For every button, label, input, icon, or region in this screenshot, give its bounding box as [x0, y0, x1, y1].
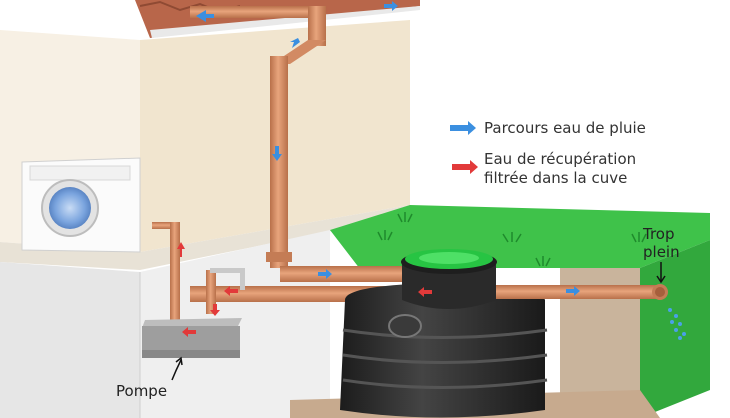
pump-base	[142, 350, 240, 358]
rain-flow-arrows	[196, 1, 580, 296]
overflow-pipe-opening	[655, 287, 665, 297]
grass-tuft	[535, 256, 551, 267]
downpipe-vertical	[270, 56, 288, 268]
red-arrow-icon	[224, 286, 238, 296]
red-arrow-icon	[418, 287, 432, 297]
overflow-droplets	[668, 308, 686, 340]
grass-tuft	[502, 232, 522, 243]
legend-icons	[450, 121, 478, 174]
legend-recovered-water-label-line1: Eau de récupération	[484, 150, 637, 168]
washing-machine-panel	[29, 165, 131, 181]
blue-arrow-icon	[384, 1, 398, 11]
overflow-label-line2: plein	[643, 243, 680, 261]
blue-arrow-icon	[566, 286, 580, 296]
tank	[340, 249, 548, 418]
blue-arrow-icon	[318, 269, 332, 279]
downpipe	[190, 6, 408, 282]
blue-arrow-icon	[272, 146, 282, 161]
downpipe-collar	[266, 252, 292, 262]
blue-arrow-icon	[196, 10, 214, 22]
tank-rib	[342, 378, 548, 389]
blue-arrow-icon	[450, 121, 476, 135]
tank-neck	[402, 262, 496, 309]
tank-lid-highlight	[419, 252, 479, 264]
house-floor	[0, 205, 410, 270]
legend-recovered-water-label-line2: filtrée dans la cuve	[484, 169, 628, 187]
red-arrow-icon	[210, 304, 220, 316]
pump-body	[142, 326, 240, 350]
basement-wall	[0, 262, 140, 418]
overflow-pointer-head	[656, 275, 666, 284]
washing-machine-drum	[49, 187, 91, 229]
grass-tufts	[377, 212, 647, 267]
blue-arrow-icon	[290, 38, 300, 48]
pump-riser-vertical	[170, 222, 180, 322]
soil-wall	[560, 268, 640, 418]
washing-machine	[21, 157, 141, 253]
tank-inlet-port	[388, 314, 422, 338]
tank-body	[340, 283, 545, 418]
suction-loop	[210, 268, 244, 273]
roof-trim	[150, 6, 420, 38]
pump-label: Pompe	[116, 382, 168, 400]
downpipe-upper	[308, 6, 326, 46]
legend-rain-path-label: Parcours eau de pluie	[484, 119, 646, 137]
grass-tuft	[397, 212, 413, 223]
grass-tuft	[377, 230, 393, 241]
pump-pointer-head	[175, 356, 183, 366]
red-arrow-icon	[177, 242, 185, 257]
red-arrow-icon	[182, 327, 196, 337]
grass-tuft	[631, 232, 647, 243]
recovered-flow-arrows	[177, 242, 432, 337]
tank-rib	[342, 353, 548, 364]
red-arrow-icon	[452, 160, 478, 174]
tank-rib	[342, 328, 548, 339]
pump-top	[142, 318, 242, 328]
suction-loop-right	[240, 268, 245, 290]
gutter-pipe	[190, 6, 325, 18]
overflow-label-line1: Trop	[643, 225, 675, 243]
callout-pointers	[171, 262, 666, 381]
suction-drop	[206, 270, 216, 314]
pump-pointer	[171, 359, 182, 381]
pump	[142, 318, 242, 358]
pipe-to-tank	[280, 266, 408, 282]
pump-riser-pipe	[152, 222, 178, 229]
